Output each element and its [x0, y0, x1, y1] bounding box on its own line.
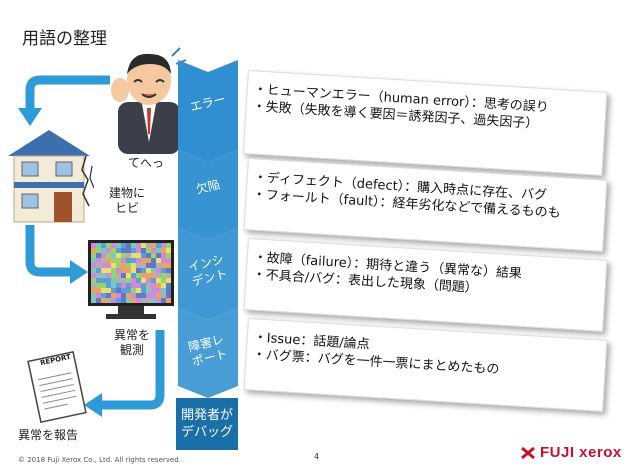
- xerox-mark-icon: [521, 446, 535, 459]
- report-document-icon: [27, 351, 87, 423]
- arrow-to-building-head: [18, 108, 42, 126]
- chevron-incident: [178, 228, 238, 320]
- developer-debug-label: 開発者が デバッグ: [180, 408, 233, 440]
- page-title: 用語の整理: [22, 29, 107, 49]
- copyright-footer: © 2018 Fuji Xerox Co., Ltd. All rights r…: [18, 456, 181, 464]
- cracked-building-icon: [8, 130, 94, 223]
- embarrassed-person-icon: [111, 47, 187, 154]
- report-caption: 異常を報告: [18, 428, 79, 442]
- fuji-xerox-logo: FUJI xerox: [520, 444, 622, 461]
- arrow-to-building: [25, 75, 110, 110]
- logo-text: FUJI xerox: [540, 444, 622, 461]
- arrow-to-report: [100, 330, 165, 410]
- page-number: 4: [314, 452, 320, 461]
- arrow-to-tv: [25, 225, 72, 277]
- arrow-to-tv-head: [70, 260, 88, 284]
- tv-noise-icon: [88, 240, 174, 319]
- developer-debug-box: 開発者が デバッグ: [176, 398, 238, 450]
- arrow-to-report-head: [84, 393, 102, 417]
- chevron-defect: [178, 150, 238, 240]
- building-caption: 建物に ヒビ: [108, 186, 145, 215]
- tv-caption: 異常を 観測: [113, 328, 150, 357]
- tv-static-noise: [91, 243, 171, 303]
- chevron-report: [178, 308, 238, 398]
- person-caption: てへっ: [128, 156, 165, 170]
- chevron-error: [178, 60, 238, 162]
